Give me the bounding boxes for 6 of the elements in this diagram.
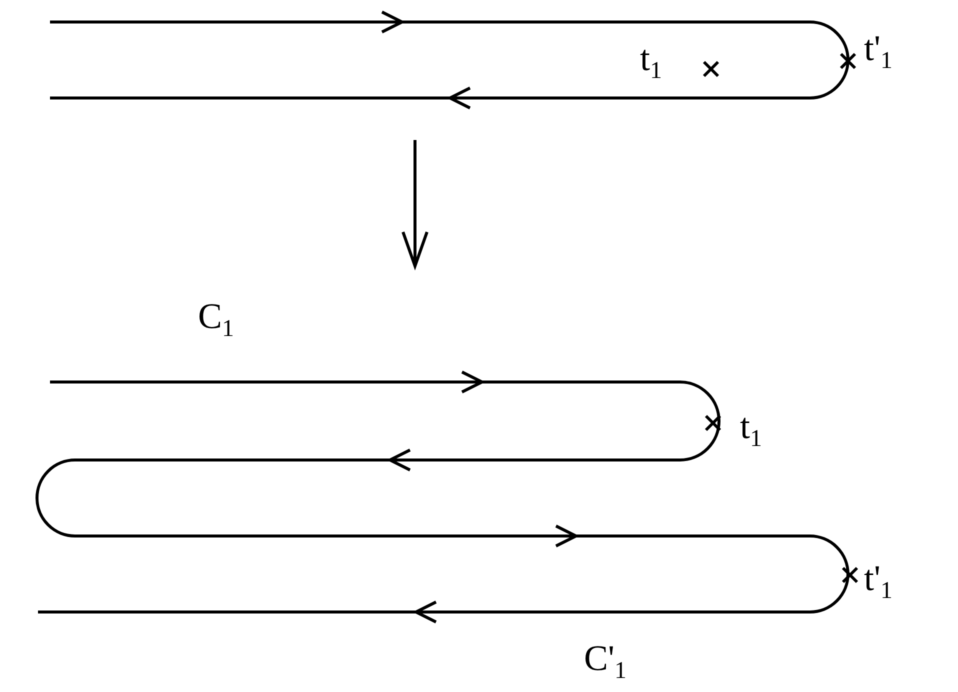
contour-label: C$_{1}$ xyxy=(198,298,234,342)
contour-label: C'$_{1}$ xyxy=(584,640,626,684)
point-label: t$_{1}$ xyxy=(640,40,662,84)
point-label: t$_{1}$ xyxy=(740,408,762,452)
point-label: t'$_{1}$ xyxy=(864,560,892,604)
point-label: t'$_{1}$ xyxy=(864,30,892,74)
